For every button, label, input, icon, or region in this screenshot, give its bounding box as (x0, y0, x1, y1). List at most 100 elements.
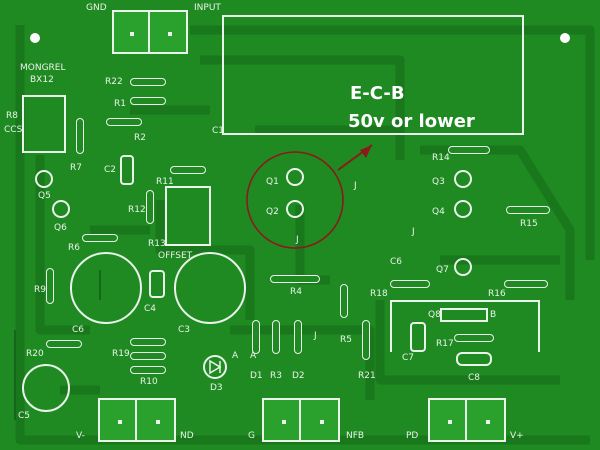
connector-top[interactable] (112, 10, 188, 54)
resistor-r11 (170, 166, 206, 174)
d1-label: D1 (250, 371, 263, 381)
pd-label: PD (406, 431, 419, 441)
capacitor-c1-outline (222, 15, 524, 135)
q8-label: Q8 (428, 310, 441, 320)
q7-label: Q7 (436, 265, 449, 275)
r12-label: R12 (128, 205, 146, 215)
c7-label: C7 (402, 353, 415, 363)
r3-label: R3 (270, 371, 282, 381)
r13-label: R13 (148, 239, 166, 249)
r15-label: R15 (520, 219, 538, 229)
resistor-r21 (362, 320, 370, 360)
d3-label: D3 (210, 383, 223, 393)
ccs-outline (22, 95, 66, 153)
resistor-r1 (130, 97, 166, 105)
r18-label: R18 (370, 289, 388, 299)
resistor-r22 (130, 78, 166, 86)
r2-label: R2 (134, 133, 146, 143)
board-name-1: MONGREL (20, 63, 66, 73)
resistor-r18 (390, 280, 430, 288)
highlight-arrow (360, 145, 372, 158)
nfb-label: NFB (346, 431, 365, 441)
resistor-r12 (146, 190, 154, 224)
diode-d1 (252, 320, 260, 354)
c1-label: C1 (212, 126, 225, 136)
r11-label: R11 (156, 177, 174, 187)
j1-label: J (296, 235, 299, 245)
j4-label: J (314, 331, 317, 341)
resistor-r2 (106, 118, 142, 126)
resistor-r16 (504, 280, 548, 288)
mount-hole-top-left (30, 33, 40, 43)
resistor-r14 (448, 146, 490, 154)
transistor-q3 (454, 170, 472, 188)
capacitor-c8 (456, 352, 492, 366)
c5-label: C5 (18, 411, 31, 421)
r7-label: R7 (70, 163, 82, 173)
transistor-q4 (454, 200, 472, 218)
q6-label: Q6 (54, 223, 67, 233)
resistor-r20 (46, 340, 82, 348)
resistor-r19-a (130, 338, 166, 346)
capacitor-c3 (174, 252, 246, 324)
gnd-label: GND (86, 3, 107, 13)
capacitor-c7 (410, 322, 426, 352)
j2-label: J (354, 181, 357, 191)
capacitor-c6 (70, 252, 142, 324)
r8-label: R8 (6, 111, 18, 121)
nd-label: ND (180, 431, 194, 441)
d2-label: D2 (292, 371, 305, 381)
mount-hole-top-right (560, 33, 570, 43)
page-title: E-C-B (350, 83, 405, 104)
q4-label: Q4 (432, 207, 445, 217)
transistor-q7 (454, 258, 472, 276)
vminus-label: V- (76, 431, 85, 441)
q3-label: Q3 (432, 177, 445, 187)
c4-label: C4 (144, 304, 157, 314)
a2-label: A (250, 351, 257, 361)
r4-label: R4 (290, 287, 302, 297)
ccs-label: CCS (4, 125, 23, 135)
heatsink-outline (390, 300, 540, 352)
r21-label: R21 (358, 371, 376, 381)
r9-label: R9 (34, 285, 46, 295)
capacitor-c4 (149, 270, 165, 298)
vplus-label: V+ (510, 431, 524, 441)
board-name-2: BX12 (30, 75, 54, 85)
r16-label: R16 (488, 289, 506, 299)
led-d3-icon (203, 355, 227, 379)
q2-label: Q2 (266, 207, 279, 217)
resistor-r9 (46, 268, 54, 304)
capacitor-c5 (22, 364, 70, 412)
transistor-q5 (35, 170, 53, 188)
r5-label: R5 (340, 335, 352, 345)
resistor-r4 (270, 275, 320, 283)
input-label: INPUT (194, 3, 221, 13)
resistor-r17 (454, 334, 494, 342)
resistor-r10 (130, 366, 166, 374)
b-label: B (490, 310, 497, 320)
c6-left-label: C6 (72, 325, 85, 335)
c2-label: C2 (104, 165, 117, 175)
r14-label: R14 (432, 153, 450, 163)
page-subtitle: 50v or lower (348, 111, 475, 132)
transistor-q6 (52, 200, 70, 218)
r20-label: R20 (26, 349, 44, 359)
q1-label: Q1 (266, 177, 279, 187)
resistor-r5 (340, 284, 348, 318)
r17-label: R17 (436, 339, 454, 349)
c3-label: C3 (178, 325, 191, 335)
transistor-q1 (286, 168, 304, 186)
c8-label: C8 (468, 373, 481, 383)
r6-label: R6 (68, 243, 80, 253)
q5-label: Q5 (38, 191, 51, 201)
connector-bottom-left[interactable] (98, 398, 176, 442)
resistor-r6 (82, 234, 118, 242)
r22-label: R22 (105, 77, 123, 87)
connector-bottom-mid[interactable] (262, 398, 340, 442)
connector-bottom-right[interactable] (428, 398, 506, 442)
offset-label: OFFSET (158, 251, 193, 261)
a1-label: A (232, 351, 239, 361)
diode-d2 (294, 320, 302, 354)
